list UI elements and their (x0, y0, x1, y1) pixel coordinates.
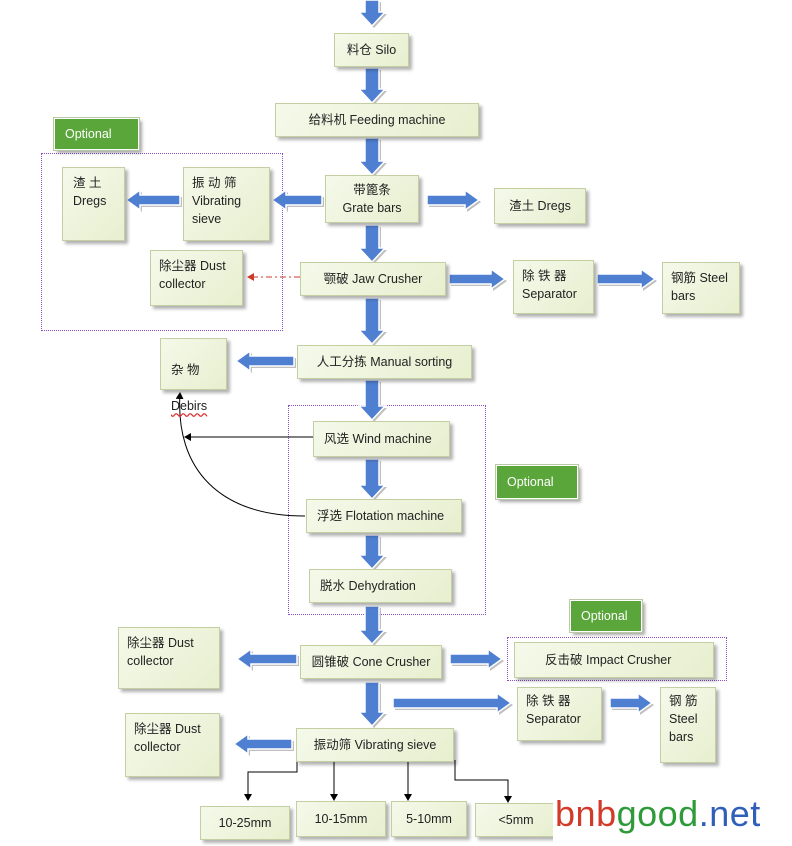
debris-node: 杂 物 Debirs (160, 338, 227, 413)
block-arrow-down (357, 67, 387, 105)
block-arrow-right (448, 267, 507, 291)
block-arrow-down (357, 458, 387, 501)
optional-tag: Optional (495, 464, 579, 500)
block-arrow-left (270, 188, 323, 212)
dehydration-node: 脱水 Dehydration (309, 569, 452, 603)
flotation-machine-node: 浮选 Flotation machine (306, 499, 462, 533)
dust-collector-node: 除尘器 Dust collector (150, 250, 243, 306)
feeding-machine-node: 给料机 Feeding machine (275, 103, 479, 137)
logo-word: good (616, 793, 699, 834)
cone-crusher-node: 圆锥破 Cone Crusher (300, 645, 442, 679)
block-arrow-left (234, 349, 295, 373)
block-arrow-right (426, 188, 481, 212)
wind-machine-node: 风选 Wind machine (313, 421, 450, 457)
block-arrows (124, 0, 657, 756)
logo-letter: b (555, 793, 576, 834)
block-arrow-left (235, 647, 298, 671)
block-arrow-down (357, 681, 387, 728)
logo-letter: b (596, 793, 617, 834)
separator-node: 除 铁 器 Separator (517, 687, 602, 741)
impact-crusher-node: 反击破 Impact Crusher (514, 642, 714, 678)
vibrating-sieve-node: 振 动 筛 Vibrating sieve (183, 167, 270, 241)
debris-label-cn: 杂 物 (171, 363, 200, 378)
output-size-node: 10-25mm (200, 806, 290, 840)
block-arrow-left (124, 188, 181, 212)
dregs-right-node: 渣土 Dregs (494, 188, 586, 224)
block-arrow-right (392, 691, 513, 715)
block-arrow-down (357, 534, 387, 571)
optional-group-separation (288, 405, 486, 615)
jaw-crusher-node: 颚破 Jaw Crusher (300, 262, 446, 296)
sieve-output-branch (454, 760, 512, 803)
debris-label-en: Debirs (171, 399, 208, 414)
output-size-node: 5-10mm (391, 801, 467, 837)
dust-collector-node: 除尘器 Dust collector (118, 627, 220, 689)
block-arrow-down (357, 224, 387, 264)
block-arrow-down (357, 0, 387, 28)
block-arrow-down (357, 379, 387, 422)
separator-node: 除 铁 器 Separator (513, 260, 594, 314)
dust-collector-node: 除尘器 Dust collector (125, 713, 220, 777)
vibrating-sieve-2-node: 振动筛 Vibrating sieve (296, 728, 454, 762)
steel-bars-node: 钢筋 Steel bars (662, 262, 740, 314)
optional-tag: Optional (569, 599, 643, 633)
manual-sorting-node: 人工分拣 Manual sorting (297, 345, 472, 379)
logo-dot: . (698, 793, 710, 834)
block-arrow-right (449, 647, 504, 671)
dregs-left-node: 渣 土 Dregs (62, 167, 125, 241)
block-arrow-left (232, 732, 293, 756)
block-arrow-down (357, 605, 387, 646)
optional-tag: Optional (53, 117, 140, 151)
grate-bars-node: 带篦条 Grate bars (325, 175, 419, 223)
block-arrow-down (357, 137, 387, 177)
flotation-to-debris-curve (175, 392, 306, 517)
block-arrow-right (596, 267, 657, 291)
silo-node: 料仓 Silo (334, 33, 409, 67)
optional-group-impact (507, 637, 727, 681)
sieve-output-branch (244, 760, 298, 801)
steel-bars-node: 钢 筋 Steel bars (660, 687, 716, 763)
optional-group-screening (41, 153, 283, 331)
logo-word: net (709, 793, 761, 834)
logo-letter: n (575, 793, 597, 834)
output-size-node: <5mm (475, 803, 557, 837)
block-arrow-right (609, 691, 654, 715)
output-size-node: 10-15mm (296, 801, 386, 837)
block-arrow-down (357, 297, 387, 346)
